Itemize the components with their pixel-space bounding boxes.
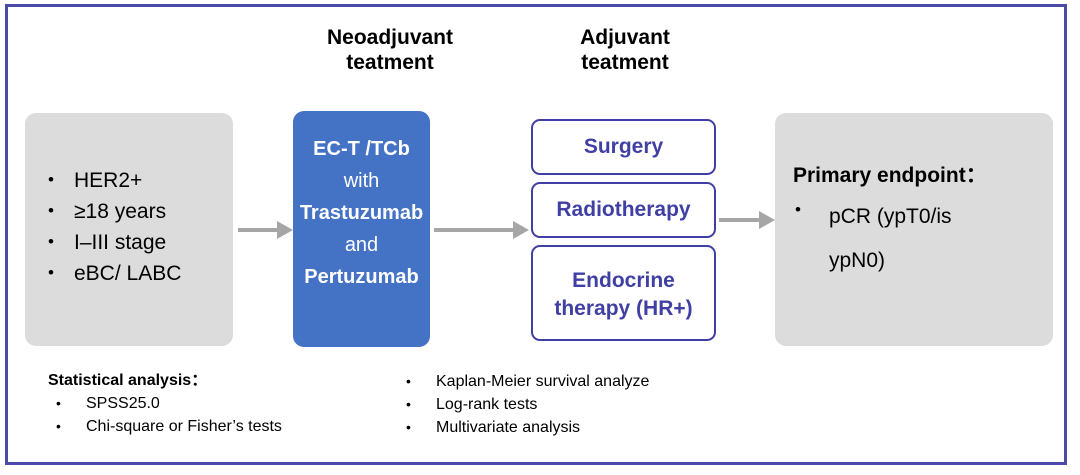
neoadjuvant-treatment-text: EC-T /TCb with Trastuzumab and Pertuzuma… xyxy=(293,133,430,293)
regimen-line: Pertuzumab xyxy=(304,266,419,288)
neoadjuvant-treatment-box: EC-T /TCb with Trastuzumab and Pertuzuma… xyxy=(293,111,430,347)
adjuvant-label-line2: therapy (HR+) xyxy=(554,297,693,320)
arrow-head-icon xyxy=(277,221,293,239)
arrow-shaft xyxy=(719,218,760,222)
primary-endpoint-line2: ypN0) xyxy=(829,249,886,272)
regimen-line: Trastuzumab xyxy=(299,202,424,224)
arrow-head-icon xyxy=(513,221,529,239)
arrow-eligibility-to-neoadjuvant xyxy=(238,221,293,239)
list-item: I–III stage xyxy=(40,226,240,258)
adjuvant-box-endocrine-therapy: Endocrine therapy (HR+) xyxy=(531,245,716,341)
regimen-line: EC-T /TCb xyxy=(313,138,410,160)
regimen-line: and xyxy=(344,234,379,256)
list-item: Chi-square or Fisher’s tests xyxy=(48,415,378,438)
arrow-head-icon xyxy=(759,211,775,229)
statistical-analysis-left: Statistical analysis： SPSS25.0 Chi-squar… xyxy=(48,370,378,438)
header-adjuvant: Adjuvant teatment xyxy=(530,26,720,76)
adjuvant-box-radiotherapy: Radiotherapy xyxy=(531,182,716,238)
primary-endpoint-line1: pCR (ypT0/is xyxy=(829,205,952,228)
header-neoadjuvant: Neoadjuvant teatment xyxy=(292,26,488,76)
list-item: HER2+ xyxy=(40,164,240,196)
primary-endpoint-item: • pCR (ypT0/is ypN0) xyxy=(793,195,1043,283)
statistical-analysis-title: Statistical analysis： xyxy=(48,372,208,389)
bullet-icon: • xyxy=(795,200,801,219)
list-item: Kaplan-Meier survival analyze xyxy=(398,370,738,393)
primary-endpoint-text: pCR (ypT0/is ypN0) xyxy=(793,195,1043,283)
list-item: SPSS25.0 xyxy=(48,392,378,415)
regimen-line: with xyxy=(343,170,380,192)
list-item: ≥18 years xyxy=(40,195,240,227)
statistical-analysis-right: Kaplan-Meier survival analyze Log-rank t… xyxy=(398,370,738,439)
eligibility-list: HER2+ ≥18 years I–III stage eBC/ LABC xyxy=(40,164,240,289)
eligibility-box: HER2+ ≥18 years I–III stage eBC/ LABC xyxy=(25,113,233,346)
arrow-shaft xyxy=(238,228,278,232)
list-item: Log-rank tests xyxy=(398,393,738,416)
arrow-adjuvant-to-endpoint xyxy=(719,211,775,229)
adjuvant-box-surgery: Surgery xyxy=(531,119,716,175)
list-item: Multivariate analysis xyxy=(398,416,738,439)
statistical-analysis-left-list: SPSS25.0 Chi-square or Fisher’s tests xyxy=(48,392,378,438)
adjuvant-label: Radiotherapy xyxy=(556,198,691,221)
header-adjuvant-line2: teatment xyxy=(581,50,669,74)
header-neoadjuvant-line1: Neoadjuvant xyxy=(326,26,454,49)
arrow-neoadjuvant-to-adjuvant xyxy=(434,221,529,239)
primary-endpoint-box: Primary endpoint： • pCR (ypT0/is ypN0) xyxy=(775,113,1053,346)
header-adjuvant-line1: Adjuvant xyxy=(580,26,670,49)
primary-endpoint-title: Primary endpoint： xyxy=(793,164,987,187)
adjuvant-label: Endocrine therapy (HR+) xyxy=(533,267,714,323)
list-item: eBC/ LABC xyxy=(40,257,240,289)
statistical-analysis-right-list: Kaplan-Meier survival analyze Log-rank t… xyxy=(398,370,738,439)
header-neoadjuvant-line2: teatment xyxy=(346,50,434,74)
arrow-shaft xyxy=(434,228,514,232)
adjuvant-label: Surgery xyxy=(583,135,664,158)
adjuvant-label-line1: Endocrine xyxy=(572,269,675,292)
